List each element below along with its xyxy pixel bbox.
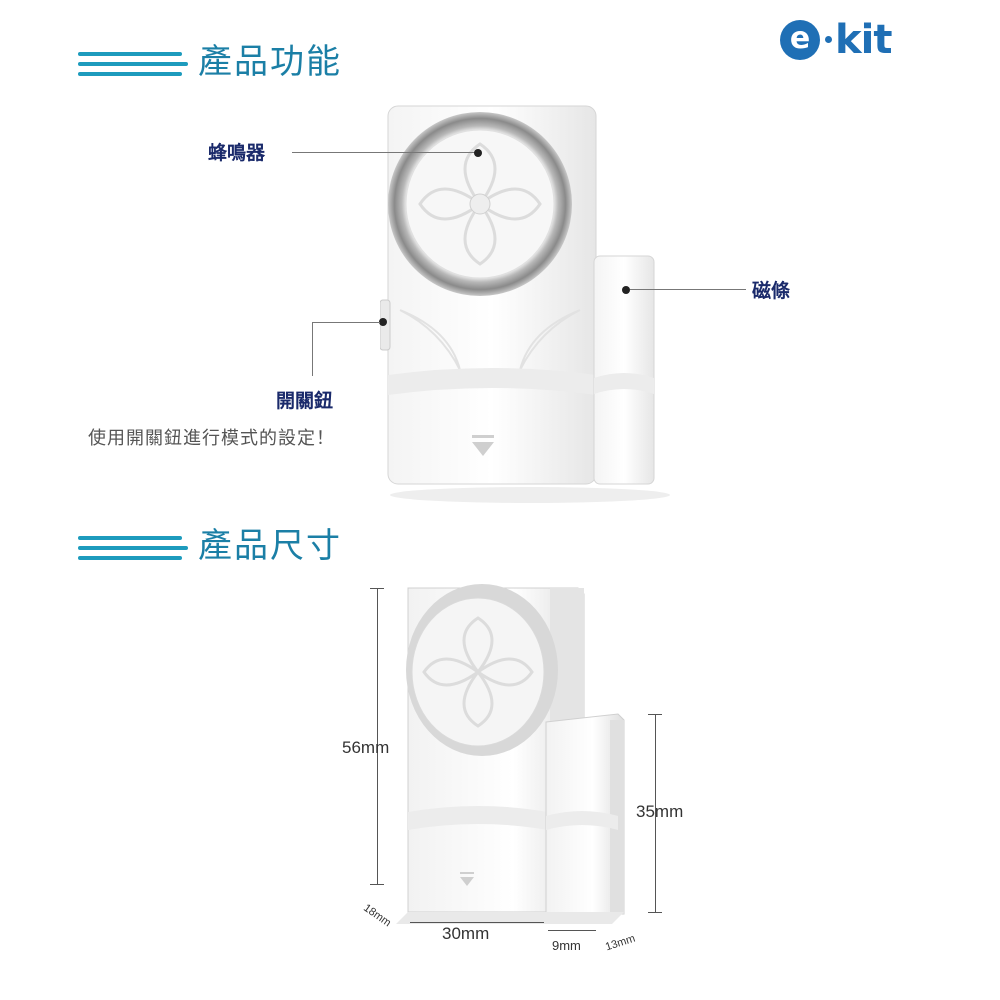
height-magnet-dim-line <box>655 714 656 912</box>
logo-dot <box>825 36 832 43</box>
width-main-label: 30mm <box>442 924 490 943</box>
height-magnet-label: 35mm <box>636 802 684 821</box>
height-main-label: 56mm <box>342 738 390 757</box>
height-main-tick-bottom <box>370 884 384 885</box>
buzzer-label: 蜂鳴器 <box>208 142 266 164</box>
product-function-illustration <box>380 105 670 503</box>
height-magnet-tick-top <box>648 714 662 715</box>
width-magnet-dim-line <box>548 930 596 931</box>
height-magnet-tick-bottom <box>648 912 662 913</box>
width-magnet-label: 9mm <box>552 938 581 953</box>
buzzer-dot <box>474 149 482 157</box>
magnet-dot <box>622 286 630 294</box>
logo-e-mark: e <box>780 20 820 60</box>
product-size-illustration <box>396 584 625 924</box>
switch-dot <box>379 318 387 326</box>
magnet-label: 磁條 <box>752 280 791 302</box>
buzzer-leader-line <box>292 152 476 153</box>
height-main-tick-top <box>370 588 384 589</box>
switch-note: 使用開關鈕進行模式的設定！ <box>88 428 335 449</box>
magnet-leader-line <box>630 289 746 290</box>
switch-leader-line-v <box>312 322 313 376</box>
section2-title: 產品尺寸 <box>198 526 342 566</box>
width-main-dim-line <box>410 922 544 923</box>
height-main-dim-line <box>377 588 378 884</box>
logo-kit-text: kit <box>835 17 892 63</box>
section1-title: 產品功能 <box>198 42 342 82</box>
switch-leader-line-h <box>312 322 380 323</box>
section1-header-stripes <box>78 50 188 78</box>
section2-header-stripes <box>78 534 188 562</box>
ekit-logo: e kit <box>780 16 930 66</box>
switch-label: 開關鈕 <box>276 390 334 412</box>
